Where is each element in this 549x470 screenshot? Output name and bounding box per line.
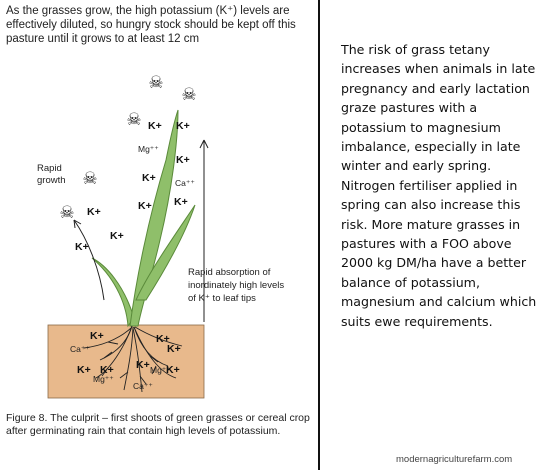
ion-ca-1: Ca⁺⁺ bbox=[175, 178, 195, 188]
ion-k-soil-2: K+ bbox=[156, 333, 170, 345]
ion-k-4: K+ bbox=[142, 172, 156, 184]
sidebar-text: The risk of grass tetany increases when … bbox=[341, 42, 537, 329]
figure-panel: As the grasses grow, the high potassium … bbox=[6, 5, 310, 437]
svg-text:☠: ☠ bbox=[82, 169, 97, 189]
ion-mg-1: Mg⁺⁺ bbox=[138, 144, 159, 154]
rapid-growth-label: Rapid growth bbox=[37, 163, 66, 186]
ion-ca-soil-2: Ca⁺⁺ bbox=[133, 381, 153, 391]
ion-k-7: K+ bbox=[87, 206, 101, 218]
ion-mg-soil-2: Mg⁺⁺ bbox=[93, 374, 114, 384]
ion-k-soil-6: K+ bbox=[136, 359, 150, 371]
ion-k-3: K+ bbox=[176, 154, 190, 166]
soil-block bbox=[47, 324, 205, 399]
arrow-rapid-growth bbox=[73, 219, 105, 301]
figure-intro-text: As the grasses grow, the high potassium … bbox=[6, 5, 296, 45]
ion-k-soil-3: K+ bbox=[167, 343, 181, 355]
grass-leaf-left bbox=[91, 257, 135, 328]
ion-k-soil-4: K+ bbox=[77, 364, 91, 376]
ion-k-8: K+ bbox=[110, 230, 124, 242]
ion-k-soil-1: K+ bbox=[90, 330, 104, 342]
roots bbox=[83, 325, 183, 393]
svg-text:☠: ☠ bbox=[126, 110, 141, 130]
ion-k-6: K+ bbox=[138, 200, 152, 212]
ion-k-9: K+ bbox=[75, 241, 89, 253]
arrow-absorption bbox=[199, 139, 209, 322]
figure-caption: Figure 8. The culprit – first shoots of … bbox=[6, 412, 310, 437]
svg-text:☠: ☠ bbox=[59, 203, 74, 223]
grass-leaf-right bbox=[135, 204, 196, 301]
ion-k-2: K+ bbox=[176, 120, 190, 132]
svg-text:☠: ☠ bbox=[148, 73, 163, 93]
grass-potassium-diagram: ☠ ☠ ☠ ☠ ☠ K+ K+ Mg⁺⁺ K+ K+ Ca⁺⁺ K+ K+ K+… bbox=[47, 73, 209, 399]
skull-crossbones-icons: ☠ ☠ ☠ ☠ ☠ bbox=[59, 73, 196, 223]
ion-ca-soil-1: Ca⁺⁺ bbox=[70, 344, 90, 354]
absorption-label: Rapid absorption of inordinately high le… bbox=[188, 267, 285, 304]
ion-k-5: K+ bbox=[174, 196, 188, 208]
vertical-divider bbox=[318, 0, 320, 470]
website-watermark: modernagriculturefarm.com bbox=[396, 454, 513, 465]
svg-text:☠: ☠ bbox=[181, 85, 196, 105]
grass-leaf-tall bbox=[129, 109, 179, 327]
ion-k-soil-5: K+ bbox=[100, 364, 114, 376]
ion-mg-soil-1: Mg⁺⁺ bbox=[150, 365, 171, 375]
ion-k-1: K+ bbox=[148, 120, 162, 132]
ion-k-soil-7: K+ bbox=[166, 364, 180, 376]
